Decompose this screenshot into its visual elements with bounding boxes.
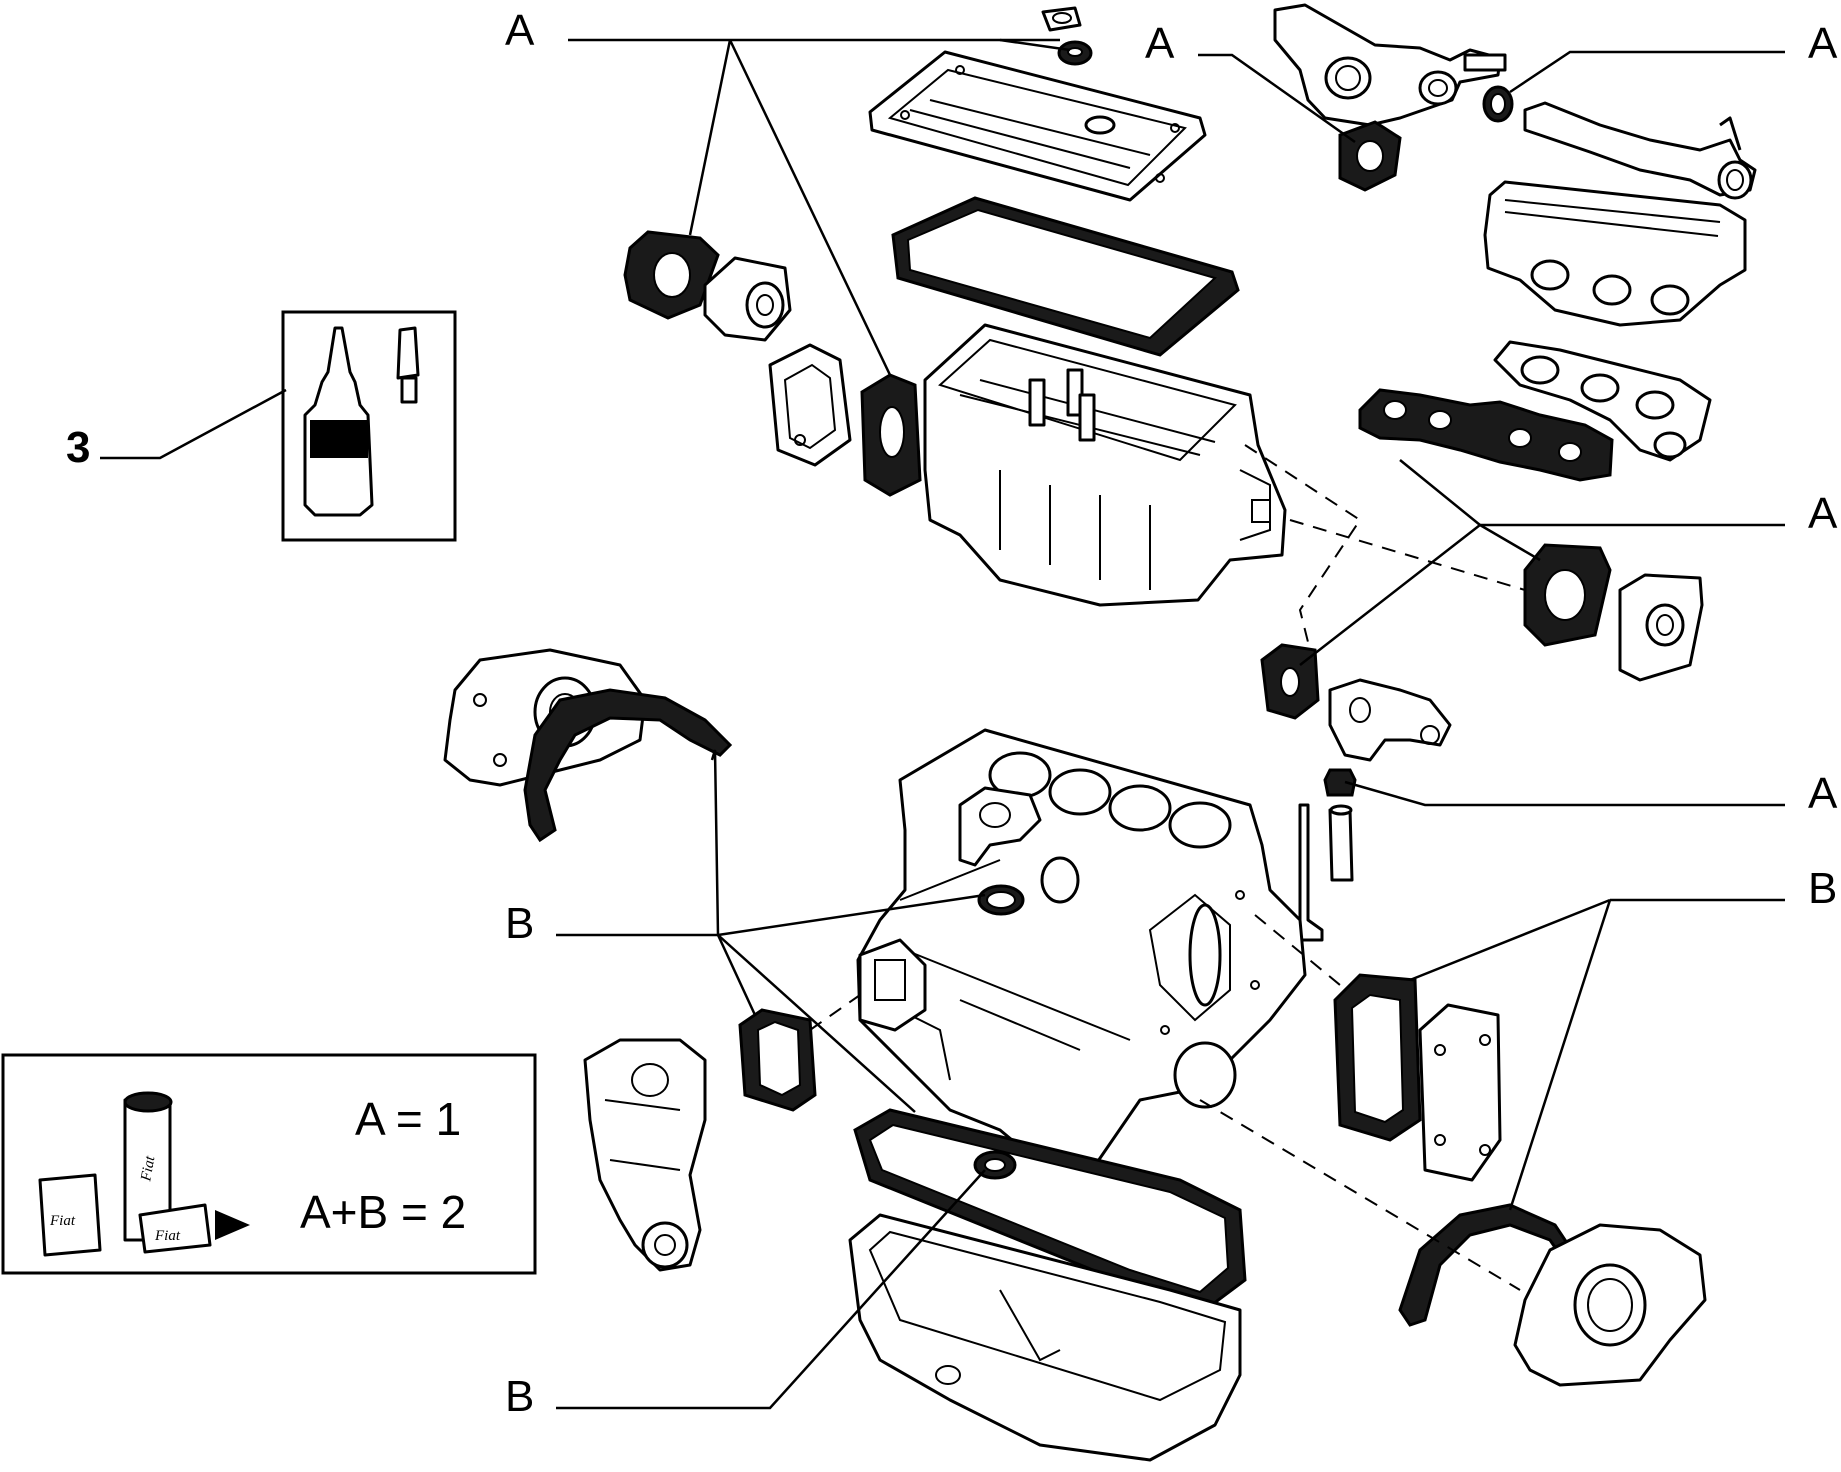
block-water-pump [958,786,1042,867]
sealant-box [281,310,457,542]
sealant-bottle [303,326,374,517]
legend-box: Fiat Fiat Fiat A = 1 A+B = 2 [1,1053,537,1275]
valve-cover [868,50,1207,202]
rear-cover-gasket [1333,973,1422,1142]
fiat-brand-2: Fiat [138,1154,158,1183]
callout-b-right: B [1808,864,1837,913]
fiat-brand-1: Fiat [49,1213,76,1229]
thermostat-gasket [1338,120,1402,192]
oil-filler-cap [1041,6,1082,32]
head-end-plate [768,343,852,467]
valve-stem-seal [1323,768,1357,797]
carburetor-flange-gasket [1523,543,1612,647]
distributor-flange-gasket [623,230,720,320]
leader-lines [100,38,1785,1410]
callout-a-top-left: A [505,6,535,55]
oil-pan-gasket [853,1108,1247,1312]
oil-pan [848,1213,1242,1462]
legend-a-equals-1: A = 1 [355,1093,461,1145]
rear-main-seal-housing [1513,1223,1707,1387]
valve-guide [1328,804,1354,882]
coolant-pipe [1523,101,1757,200]
rear-cover-plate [1418,1003,1502,1182]
valve-cover-gasket [891,196,1240,357]
cylinder-head [923,323,1287,607]
callout-b-left: B [505,899,534,948]
sealant-cap [396,326,420,404]
engine-block [856,728,1307,1182]
exhaust-manifold [1493,340,1712,462]
head-end-gasket [860,373,922,497]
distributor-housing [703,256,792,342]
carburetor-adapter [1618,573,1704,682]
callout-item-3: 3 [66,423,90,472]
fiat-brand-3: Fiat [154,1228,181,1244]
callout-a-top-middle: A [1145,19,1175,68]
water-outlet [1328,678,1452,762]
timing-cover-gasket-front [523,688,733,843]
callout-a-top-right: A [1808,19,1838,68]
callout-b-bottom: B [505,1372,534,1421]
callout-a-lower-right: A [1808,769,1838,818]
thermostat-housing [1273,3,1507,127]
intake-manifold [1483,180,1747,327]
legend-a-plus-b-equals-2: A+B = 2 [300,1186,466,1238]
timing-cover-gasket [738,1008,817,1112]
water-pump-seal [977,884,1025,916]
fiat-kit-icon: Fiat Fiat Fiat [38,1091,250,1257]
block-inlet [858,938,927,1032]
oil-cap-seal [1057,40,1093,66]
callout-a-middle-right: A [1808,489,1838,538]
timing-cover [583,1038,707,1272]
manifold-gasket [1358,388,1614,482]
hose-o-ring [1482,85,1514,123]
